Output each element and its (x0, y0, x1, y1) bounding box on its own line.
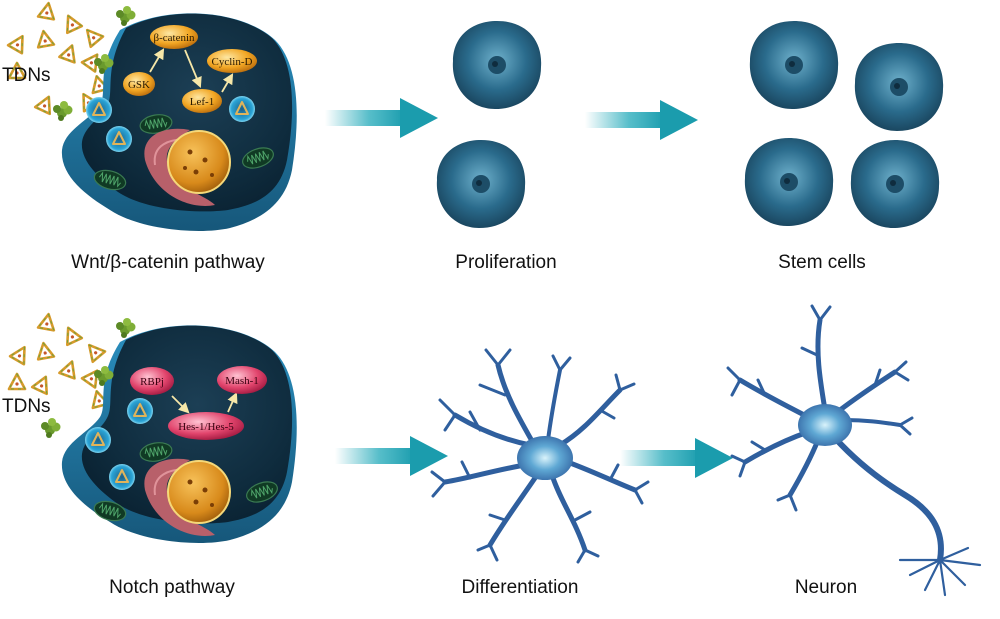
svg-text:β-catenin: β-catenin (153, 32, 195, 44)
caption-notch-pathway: Notch pathway (109, 577, 235, 598)
arrow-to-stem-cells (585, 100, 698, 140)
proliferation-cells (436, 21, 542, 228)
svg-text:GSK: GSK (128, 79, 150, 91)
nucleus (167, 130, 231, 194)
molecule-rbpj: RBPj (130, 367, 174, 395)
molecule-mash-1: Mash-1 (217, 366, 267, 394)
molecule-lef-1: Lef-1 (182, 89, 222, 113)
arrow-to-proliferation (325, 98, 438, 138)
svg-text:Mash-1: Mash-1 (225, 375, 259, 387)
svg-text:Cyclin-D: Cyclin-D (212, 56, 253, 68)
molecule-beta-catenin: β-catenin (150, 25, 198, 49)
caption-differentiation: Differentiation (462, 577, 579, 598)
tdn-label: TDNs (2, 396, 51, 417)
molecule-cyclin-d: Cyclin-D (207, 49, 257, 73)
tdn-label: TDNs (2, 65, 51, 86)
caption-proliferation: Proliferation (455, 252, 556, 273)
arrow-to-neuron (620, 438, 733, 478)
svg-text:RBPj: RBPj (140, 376, 164, 388)
svg-text:Lef-1: Lef-1 (190, 96, 214, 108)
tdn-cluster (7, 311, 110, 410)
caption-stem-cells: Stem cells (778, 252, 866, 273)
arrow-to-differentiation (335, 436, 448, 476)
molecule-gsk: GSK (123, 72, 155, 96)
svg-text:Hes-1/Hes-5: Hes-1/Hes-5 (178, 421, 234, 433)
nucleus (167, 460, 231, 524)
mature-neuron (726, 304, 982, 597)
molecule-hes: Hes-1/Hes-5 (168, 412, 244, 440)
differentiating-neuron (430, 348, 650, 564)
row-notch: TDNs RBPj (2, 304, 982, 598)
caption-neuron: Neuron (795, 577, 857, 598)
row-wnt: TDNs (2, 0, 944, 273)
stem-cells-group (744, 21, 944, 228)
tdn-cluster (6, 0, 110, 116)
caption-wnt-pathway: Wnt/β-catenin pathway (71, 252, 265, 273)
cell-wnt: β-catenin Cyclin-D GSK Lef-1 (53, 6, 297, 231)
cell-notch: RBPj Mash-1 Hes-1/Hes-5 (41, 318, 297, 543)
